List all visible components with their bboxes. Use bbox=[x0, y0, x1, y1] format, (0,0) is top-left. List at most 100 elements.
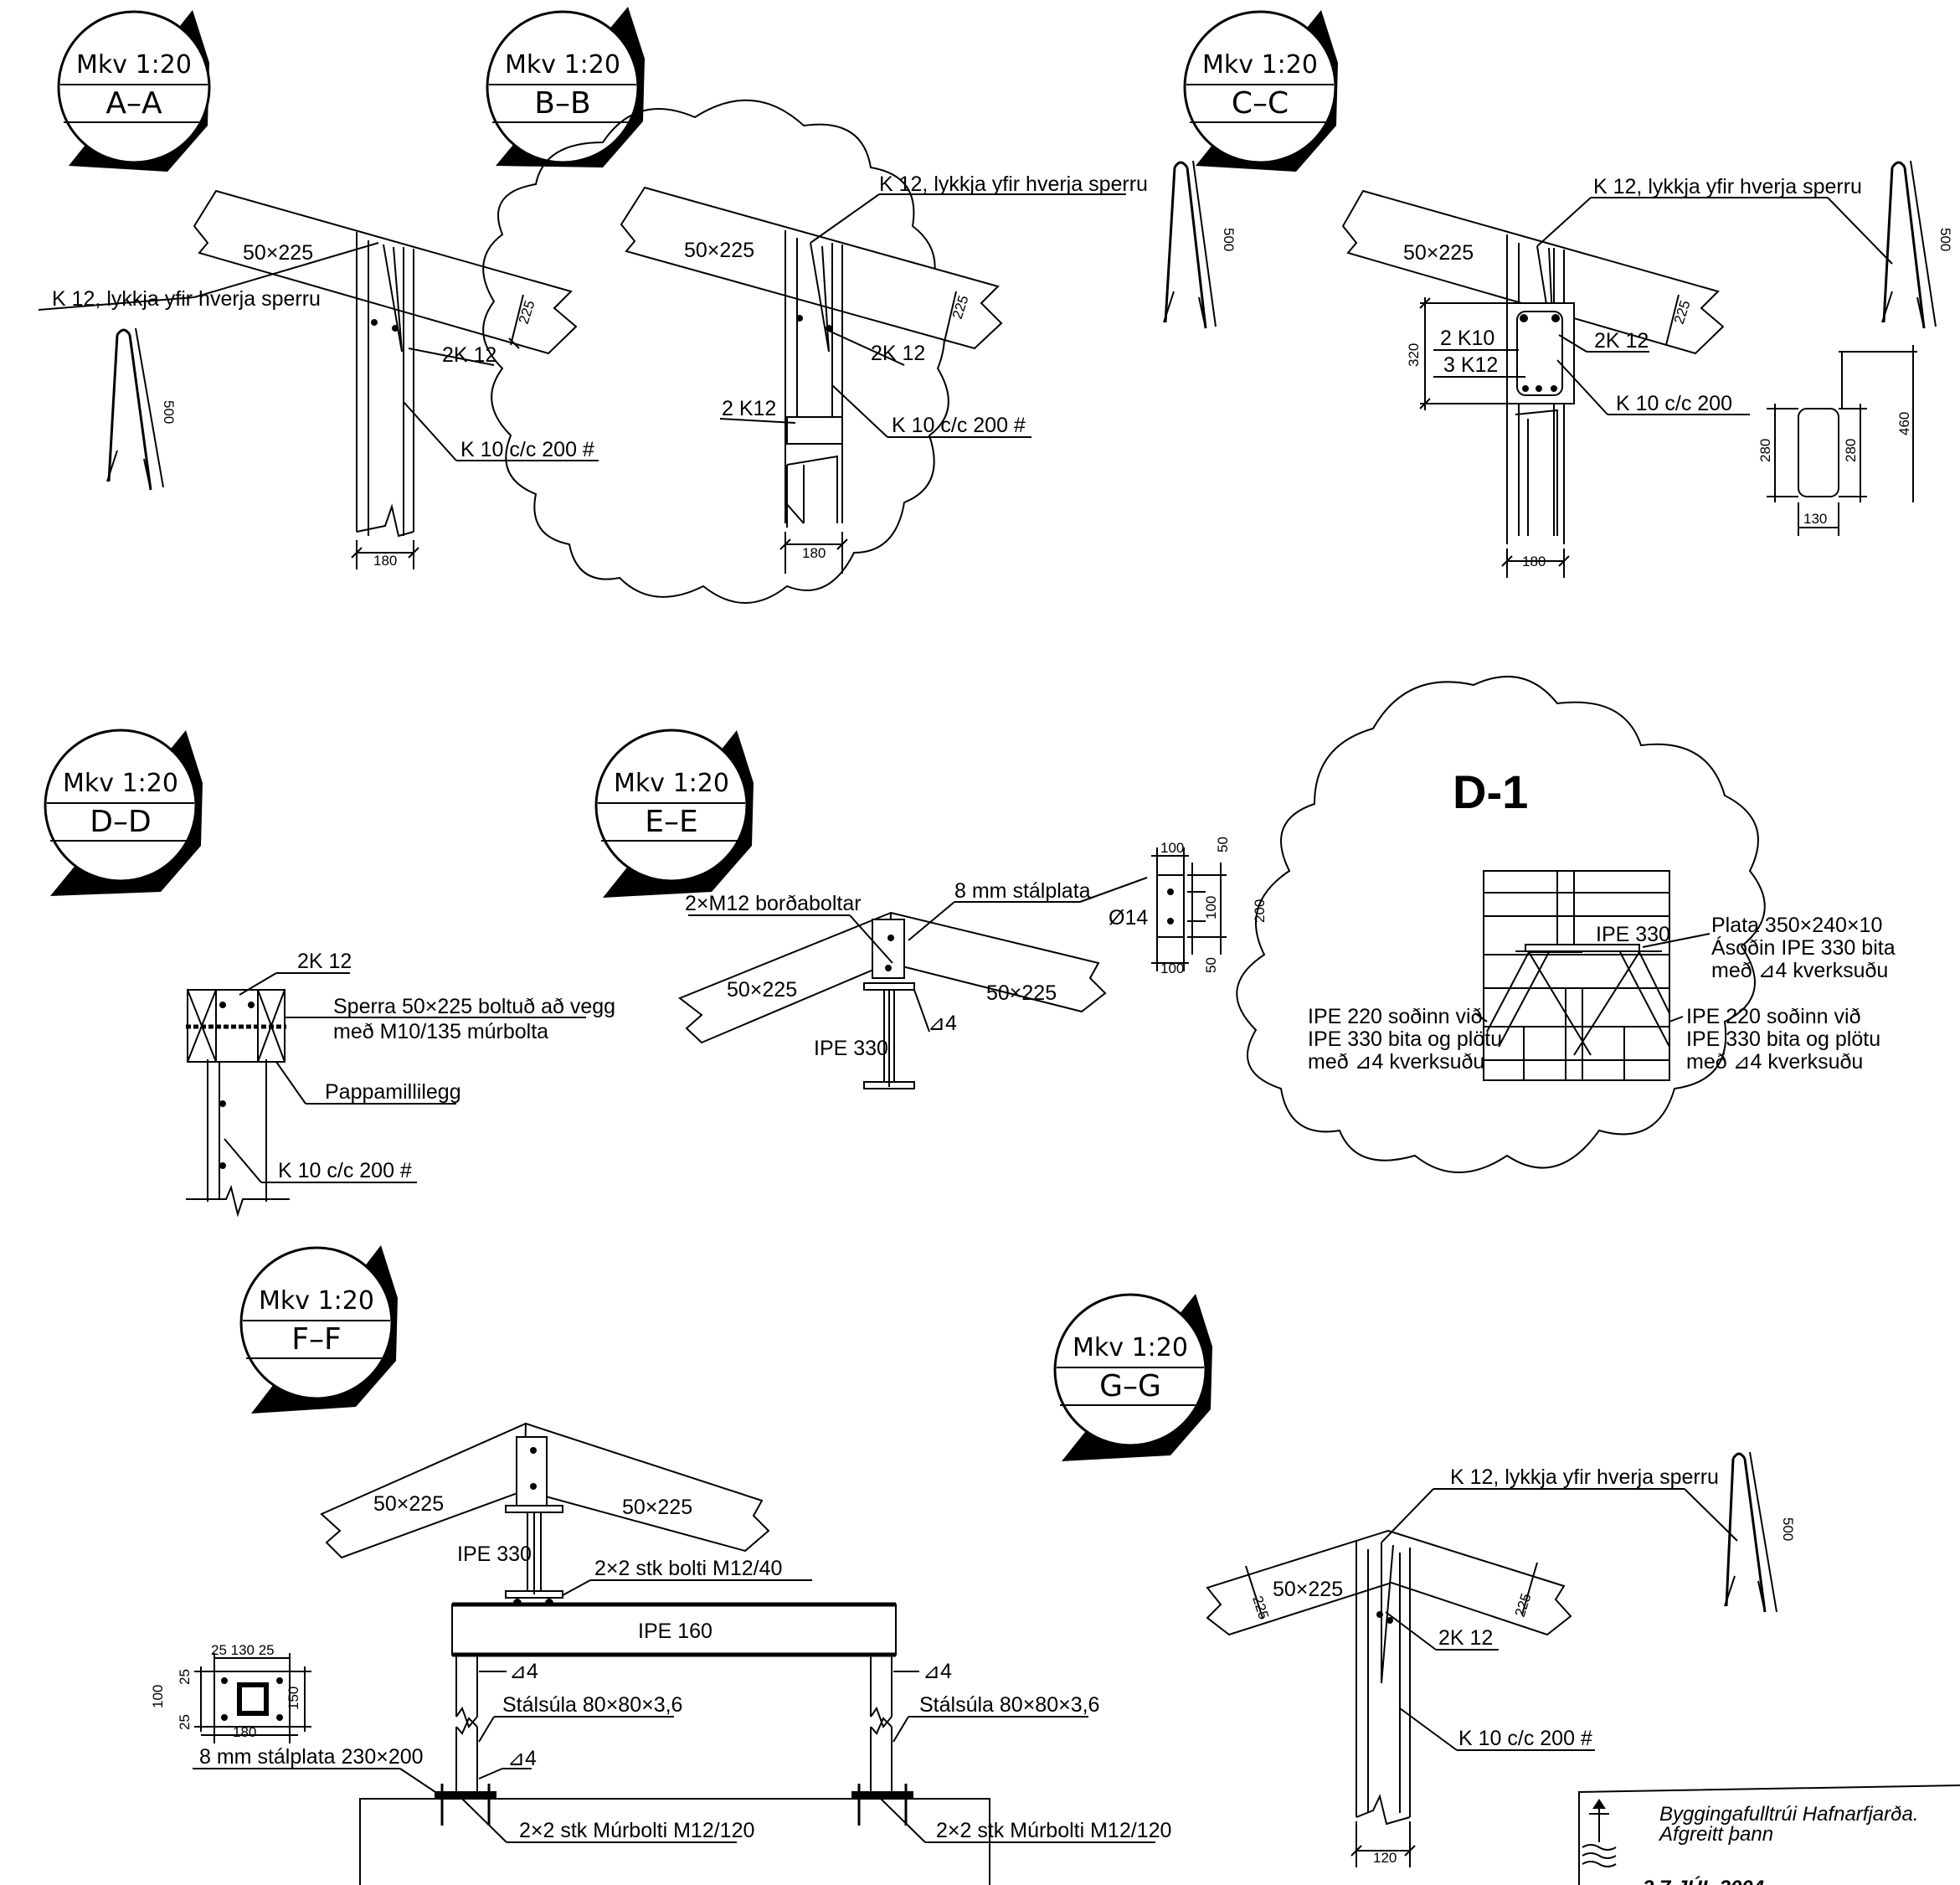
revision-cloud-d1 bbox=[1237, 677, 1765, 1172]
bubble-d-d: Mkv 1:20 D–D bbox=[45, 730, 203, 896]
section-label: K 12, lykkja yfir hverja sperru bbox=[879, 173, 1148, 196]
section-label: K 12, lykkja yfir hverja sperru bbox=[1593, 175, 1862, 198]
bubble-c-c: Mkv 1:20 C–C bbox=[1185, 10, 1338, 172]
dimension-label: 150 bbox=[286, 1687, 301, 1710]
dimension-label: 500 bbox=[1780, 1517, 1796, 1541]
dimension-label: 180 bbox=[233, 1724, 256, 1740]
section-label: IPE 160 bbox=[638, 1620, 712, 1643]
section-label: Ø14 bbox=[1109, 906, 1148, 930]
dimension-label: 100 bbox=[1203, 896, 1219, 919]
section-label: 2 K12 bbox=[722, 397, 776, 420]
scale-label: Mkv 1:20 bbox=[1073, 1333, 1188, 1362]
dimension-label: 50 bbox=[1215, 837, 1231, 852]
section-label: 2K 12 bbox=[1594, 329, 1649, 353]
section-label: 3 K12 bbox=[1443, 353, 1498, 377]
detail-label: IPE 330 bbox=[1596, 923, 1670, 946]
dimension-label: 25 bbox=[177, 1714, 193, 1730]
section-f-f: 50×225 50×225 IPE 330 2×2 stk bolti M12/… bbox=[150, 1424, 1171, 1885]
section-label: K 10 c/c 200 bbox=[1616, 392, 1732, 415]
section-g-g: K 12, lykkja yfir hverja sperru 50×225 2… bbox=[1207, 1452, 1796, 1867]
section-c-c: 50×225 K 12, lykkja yfir hverja sperru 2… bbox=[1343, 161, 1953, 578]
bubble-a-a: Mkv 1:20 A–A bbox=[59, 10, 209, 172]
dimension-label: 100 bbox=[150, 1685, 166, 1708]
dimension-label: 25 130 25 bbox=[211, 1642, 275, 1658]
dimension-label: 280 bbox=[1843, 439, 1859, 462]
detail-title: D-1 bbox=[1453, 765, 1528, 818]
section-label: 8 mm stálplata 230×200 bbox=[199, 1745, 424, 1769]
scale-label: Mkv 1:20 bbox=[614, 769, 729, 798]
section-label: 50×225 bbox=[243, 241, 313, 265]
section-label: K 10 c/c 200 # bbox=[460, 438, 594, 461]
dimension-label: 180 bbox=[802, 545, 826, 561]
stamp-line: Byggingafulltrúi Hafnarfjarða. bbox=[1659, 1803, 1919, 1826]
section-label: 50×225 bbox=[684, 239, 754, 262]
section-label: 50×225 bbox=[727, 978, 797, 1002]
detail-label: með ⊿4 kverksuðu bbox=[1711, 959, 1888, 982]
section-name: G–G bbox=[1099, 1369, 1161, 1403]
dimension-label: 120 bbox=[1373, 1850, 1397, 1866]
section-label: 2×2 stk Múrbolti M12/120 bbox=[519, 1819, 754, 1842]
section-label: 2K 12 bbox=[1438, 1626, 1493, 1650]
section-label: K 10 c/c 200 # bbox=[278, 1159, 412, 1182]
section-name: F–F bbox=[291, 1322, 341, 1357]
dimension-label: 50 bbox=[1203, 957, 1219, 973]
section-label: ⊿4 bbox=[923, 1660, 952, 1683]
scale-label: Mkv 1:20 bbox=[1202, 50, 1318, 80]
dimension-label: 500 bbox=[1937, 228, 1953, 251]
detail-label: IPE 330 bita og plötu bbox=[1686, 1027, 1880, 1051]
detail-label: með ⊿4 kverksuðu bbox=[1686, 1050, 1863, 1074]
dimension-label: 100 bbox=[1160, 961, 1184, 976]
section-label: 2×M12 borðaboltar bbox=[685, 892, 862, 915]
section-label: K 10 c/c 200 # bbox=[892, 414, 1026, 437]
dimension-label: 180 bbox=[1522, 554, 1546, 569]
section-label: IPE 330 bbox=[814, 1037, 888, 1060]
dimension-label: 500 bbox=[161, 400, 177, 424]
section-name: C–C bbox=[1232, 86, 1289, 121]
section-label: 8 mm stálplata bbox=[954, 879, 1091, 903]
section-b-b: 50×225 K 12, lykkja yfir hverja sperru 2… bbox=[621, 161, 1237, 574]
section-label: IPE 330 bbox=[457, 1543, 532, 1566]
detail-label: IPE 330 bita og plötu bbox=[1308, 1027, 1502, 1051]
section-label: 2×2 stk bolti M12/40 bbox=[594, 1557, 782, 1580]
section-label: Stálsúla 80×80×3,6 bbox=[502, 1693, 682, 1717]
bubble-f-f: Mkv 1:20 F–F bbox=[241, 1245, 398, 1414]
scale-label: Mkv 1:20 bbox=[63, 769, 178, 798]
section-label: 2K 12 bbox=[442, 343, 496, 367]
bubble-e-e: Mkv 1:20 E–E bbox=[596, 730, 754, 898]
section-e-e: 2×M12 borðaboltar 8 mm stálplata 50×225 … bbox=[680, 837, 1268, 1089]
bubble-b-b: Mkv 1:20 B–B bbox=[487, 7, 645, 167]
dimension-label: 280 bbox=[1757, 439, 1773, 462]
dimension-label: 100 bbox=[1160, 840, 1184, 856]
dimension-label: 460 bbox=[1896, 412, 1912, 435]
section-label: 2K 12 bbox=[871, 342, 925, 365]
detail-label: Plata 350×240×10 bbox=[1711, 914, 1882, 937]
section-label: Stálsúla 80×80×3,6 bbox=[919, 1693, 1099, 1717]
detail-d-1: D-1 IPE 330 Plata 350×240×10 Ásoðin IPE … bbox=[1237, 677, 1896, 1172]
approval-stamp: Byggingafulltrúi Hafnarfjarða. Afgreitt … bbox=[1579, 1785, 1960, 1885]
section-label: K 12, lykkja yfir hverja sperru bbox=[1450, 1465, 1719, 1489]
section-label: 50×225 bbox=[1403, 241, 1474, 265]
detail-label: IPE 220 soðinn við bbox=[1686, 1005, 1860, 1028]
section-label: ⊿4 bbox=[507, 1747, 537, 1770]
section-d-d: 2K 12 Sperra 50×225 boltuð að vegg með M… bbox=[186, 950, 615, 1214]
detail-label: með ⊿4 kverksuðu bbox=[1308, 1050, 1484, 1074]
section-label: 2K 12 bbox=[297, 950, 352, 973]
section-label: 50×225 bbox=[986, 981, 1057, 1005]
dimension-label: 130 bbox=[1803, 511, 1827, 527]
detail-label: Ásoðin IPE 330 bita bbox=[1711, 935, 1896, 960]
bubble-g-g: Mkv 1:20 G–G bbox=[1055, 1294, 1212, 1461]
dimension-label: 180 bbox=[373, 553, 397, 569]
section-label: ⊿4 bbox=[928, 1012, 957, 1035]
section-label: ⊿4 bbox=[509, 1660, 538, 1683]
dimension-label: 320 bbox=[1406, 343, 1422, 367]
section-a-a: 50×225 K 12, lykkja yfir hverja sperru 2… bbox=[39, 191, 599, 569]
section-label: með M10/135 múrbolta bbox=[333, 1020, 548, 1043]
section-name: E–E bbox=[645, 805, 698, 839]
section-label: Pappamillilegg bbox=[325, 1080, 461, 1104]
scale-label: Mkv 1:20 bbox=[76, 50, 192, 80]
section-name: A–A bbox=[105, 86, 162, 121]
revision-cloud-b bbox=[483, 100, 949, 603]
section-label: 50×225 bbox=[373, 1492, 444, 1516]
stamp-date: 2 7 JÚL 2004 bbox=[1642, 1876, 1764, 1885]
